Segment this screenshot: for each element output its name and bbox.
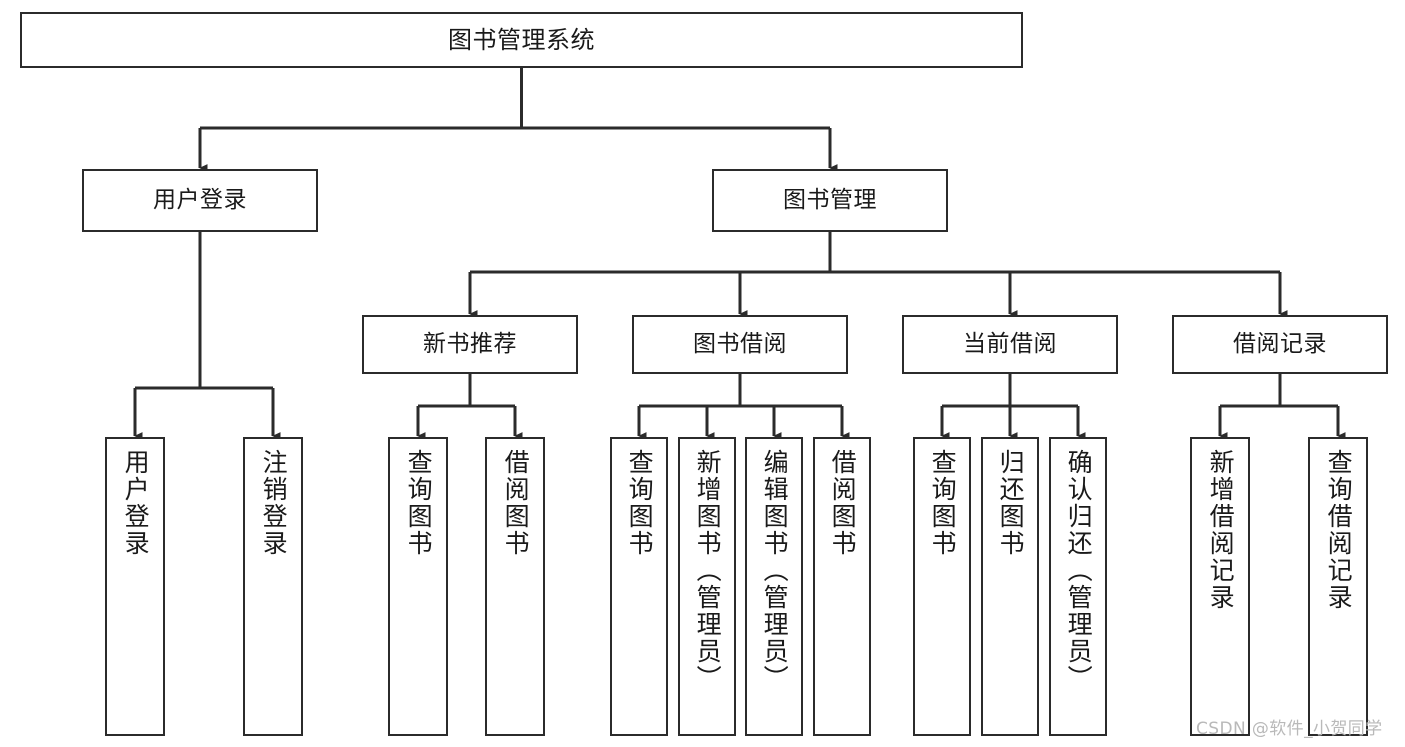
node-label-leaf-bb-edit: 编辑图书（管理员） [760,449,790,692]
node-leaf-br-query[interactable]: 查询借阅记录 [1308,437,1368,736]
node-label-leaf-bb-query: 查询图书 [625,449,655,557]
node-book-manage[interactable]: 图书管理 [712,169,948,232]
node-borrow-record[interactable]: 借阅记录 [1172,315,1388,374]
node-label-leaf-br-query: 查询借阅记录 [1324,449,1354,611]
node-leaf-cb-query[interactable]: 查询图书 [913,437,971,736]
node-leaf-cb-return[interactable]: 归还图书 [981,437,1039,736]
node-leaf-bb-borrow[interactable]: 借阅图书 [813,437,871,736]
node-leaf-br-add[interactable]: 新增借阅记录 [1190,437,1250,736]
node-leaf-rec-borrow[interactable]: 借阅图书 [485,437,545,736]
node-label-leaf-cb-confirm: 确认归还（管理员） [1064,449,1094,692]
node-label-book-manage: 图书管理 [783,186,877,213]
node-label-leaf-bb-borrow: 借阅图书 [828,449,858,557]
node-label-leaf-cb-query: 查询图书 [928,449,958,557]
node-label-leaf-user-login: 用户登录 [121,449,151,557]
node-leaf-bb-add[interactable]: 新增图书（管理员） [678,437,736,736]
node-label-leaf-rec-borrow: 借阅图书 [501,449,531,557]
node-leaf-cb-confirm[interactable]: 确认归还（管理员） [1049,437,1107,736]
node-label-root: 图书管理系统 [448,25,595,54]
node-label-leaf-bb-add: 新增图书（管理员） [693,449,723,692]
node-user-login[interactable]: 用户登录 [82,169,318,232]
node-label-leaf-rec-query: 查询图书 [404,449,434,557]
node-current-borrow[interactable]: 当前借阅 [902,315,1118,374]
node-label-leaf-cb-return: 归还图书 [996,449,1026,557]
node-leaf-user-login[interactable]: 用户登录 [105,437,165,736]
node-label-new-book-rec: 新书推荐 [423,330,517,357]
node-label-user-login: 用户登录 [153,186,247,213]
connector-lines [133,68,1346,440]
node-new-book-rec[interactable]: 新书推荐 [362,315,578,374]
node-root[interactable]: 图书管理系统 [20,12,1023,68]
node-label-borrow-record: 借阅记录 [1233,330,1327,357]
node-label-leaf-br-add: 新增借阅记录 [1206,449,1236,611]
node-leaf-rec-query[interactable]: 查询图书 [388,437,448,736]
node-book-borrow[interactable]: 图书借阅 [632,315,848,374]
node-label-current-borrow: 当前借阅 [963,330,1057,357]
watermark-csdn: CSDN @软件_小贺同学 [1196,719,1383,739]
node-leaf-logout[interactable]: 注销登录 [243,437,303,736]
node-leaf-bb-query[interactable]: 查询图书 [610,437,668,736]
node-label-leaf-logout: 注销登录 [259,449,289,557]
node-label-book-borrow: 图书借阅 [693,330,787,357]
node-leaf-bb-edit[interactable]: 编辑图书（管理员） [745,437,803,736]
